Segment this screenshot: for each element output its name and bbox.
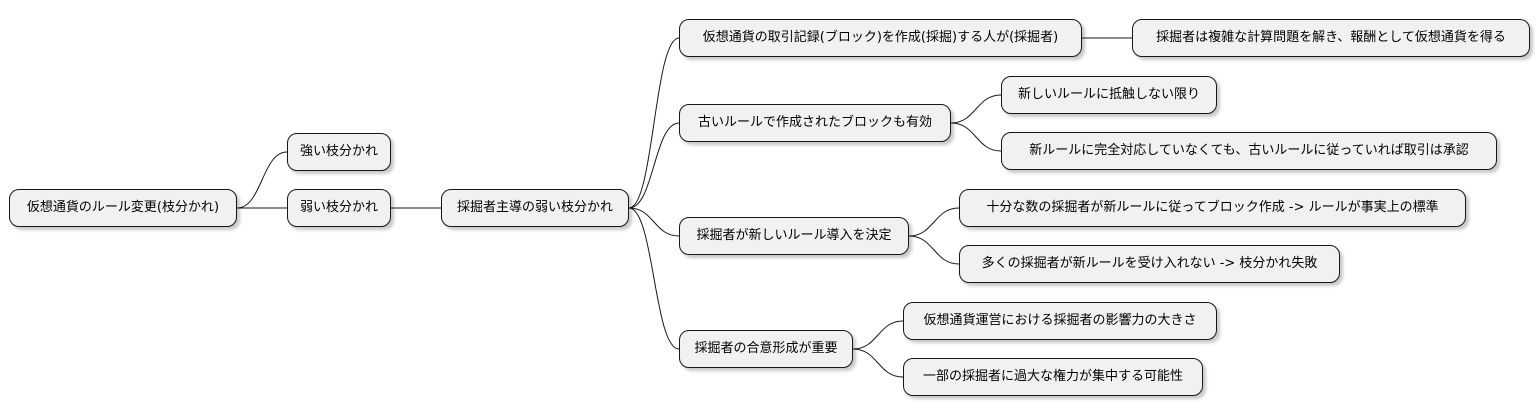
connector-line	[628, 207, 680, 237]
connector-line	[236, 151, 288, 209]
consensus-node: 採掘者の合意形成が重要	[679, 330, 853, 368]
miners-decide-detail-node: 多くの採掘者が新ルールを受け入れない -> 枝分かれ失敗	[959, 245, 1340, 283]
connector-line	[950, 122, 1002, 152]
connector-line	[628, 37, 680, 209]
weak-fork-node: 弱い枝分かれ	[287, 189, 391, 227]
connector-line	[908, 207, 960, 237]
strong-fork-node: 強い枝分かれ	[287, 133, 391, 171]
old-rule-detail-node: 新ルールに完全対応していなくても、古いルールに従っていれば取引は承認	[1001, 132, 1497, 170]
consensus-detail-node: 仮想通貨運営における採掘者の影響力の大きさ	[903, 302, 1217, 340]
connector-line	[950, 94, 1002, 124]
root-node: 仮想通貨のルール変更(枝分かれ)	[9, 189, 237, 227]
connector-line	[852, 348, 904, 378]
old-rule-detail-node: 新しいルールに抵触しない限り	[1001, 76, 1217, 114]
miner-reward-node: 採掘者は複雑な計算問題を解き、報酬として仮想通貨を得る	[1132, 19, 1530, 57]
connector-line	[908, 235, 960, 265]
miner-led-fork-node: 採掘者主導の弱い枝分かれ	[441, 189, 629, 227]
connector-line	[852, 320, 904, 350]
old-rule-blocks-node: 古いルールで作成されたブロックも有効	[679, 104, 951, 142]
connector-line	[628, 122, 680, 209]
miners-decide-detail-node: 十分な数の採掘者が新ルールに従ってブロック作成 -> ルールが事実上の標準	[959, 189, 1466, 227]
connector-line	[628, 207, 680, 350]
miner-definition-node: 仮想通貨の取引記録(ブロック)を作成(採掘)する人が(採掘者)	[679, 19, 1082, 57]
consensus-detail-node: 一部の採掘者に過大な権力が集中する可能性	[903, 358, 1203, 396]
miners-decide-node: 採掘者が新しいルール導入を決定	[679, 217, 909, 255]
